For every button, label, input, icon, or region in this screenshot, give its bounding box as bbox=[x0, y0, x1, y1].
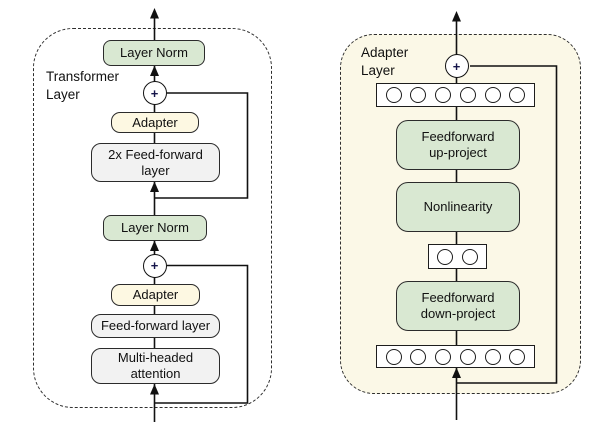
unit-circle bbox=[459, 87, 476, 103]
layer-norm-top-box: Layer Norm bbox=[103, 40, 205, 66]
transformer-layer-label: Transformer Layer bbox=[46, 69, 120, 102]
add-node-lower: + bbox=[142, 253, 167, 278]
left-output-arrowhead bbox=[150, 8, 159, 19]
feedforward-up-project-box: Feedforward up-project bbox=[396, 120, 520, 170]
left-upper-skip-connection bbox=[154, 92, 249, 199]
arrowhead-into-attention bbox=[150, 384, 159, 395]
add-node-upper: + bbox=[142, 81, 167, 105]
nonlinearity-box: Nonlinearity bbox=[396, 182, 520, 232]
left-lower-skip-connection bbox=[154, 264, 249, 404]
unit-circle bbox=[437, 248, 454, 265]
unit-circle bbox=[385, 348, 402, 365]
right-skip-connection bbox=[456, 65, 558, 384]
arrowhead-into-feedforward-2x bbox=[150, 181, 159, 192]
multi-headed-attention-box: Multi-headed attention bbox=[91, 348, 220, 384]
arrowhead-into-layer-norm-bottom bbox=[150, 240, 159, 251]
unit-circle bbox=[435, 348, 452, 365]
right-output-arrowhead bbox=[452, 11, 461, 22]
feedforward-down-project-box: Feedforward down-project bbox=[396, 281, 520, 331]
layer-norm-bottom-box: Layer Norm bbox=[103, 215, 207, 241]
arrowhead-into-layer-norm-top bbox=[150, 65, 159, 76]
unit-circle bbox=[459, 348, 476, 365]
adapter-layer-label: Adapter Layer bbox=[361, 45, 409, 78]
feedforward-layer-box: Feed-forward layer bbox=[91, 314, 220, 338]
unit-circle bbox=[410, 348, 427, 365]
unit-circle bbox=[484, 87, 501, 103]
arrowhead-into-bottom-units bbox=[452, 367, 461, 378]
adapter-bottom-box: Adapter bbox=[111, 284, 200, 306]
unit-circle bbox=[461, 248, 478, 265]
unit-circle bbox=[484, 348, 501, 365]
feedforward-2x-box: 2x Feed-forward layer bbox=[91, 143, 220, 182]
add-node-adapter: + bbox=[444, 54, 469, 78]
unit-circle bbox=[410, 87, 427, 103]
bottleneck-units-row bbox=[428, 244, 487, 269]
bottom-units-row bbox=[376, 345, 535, 368]
adapter-top-box: Adapter bbox=[111, 112, 199, 133]
unit-circle bbox=[435, 87, 452, 103]
top-units-row bbox=[376, 83, 535, 107]
unit-circle bbox=[385, 87, 402, 103]
unit-circle bbox=[509, 348, 526, 365]
unit-circle bbox=[509, 87, 526, 103]
